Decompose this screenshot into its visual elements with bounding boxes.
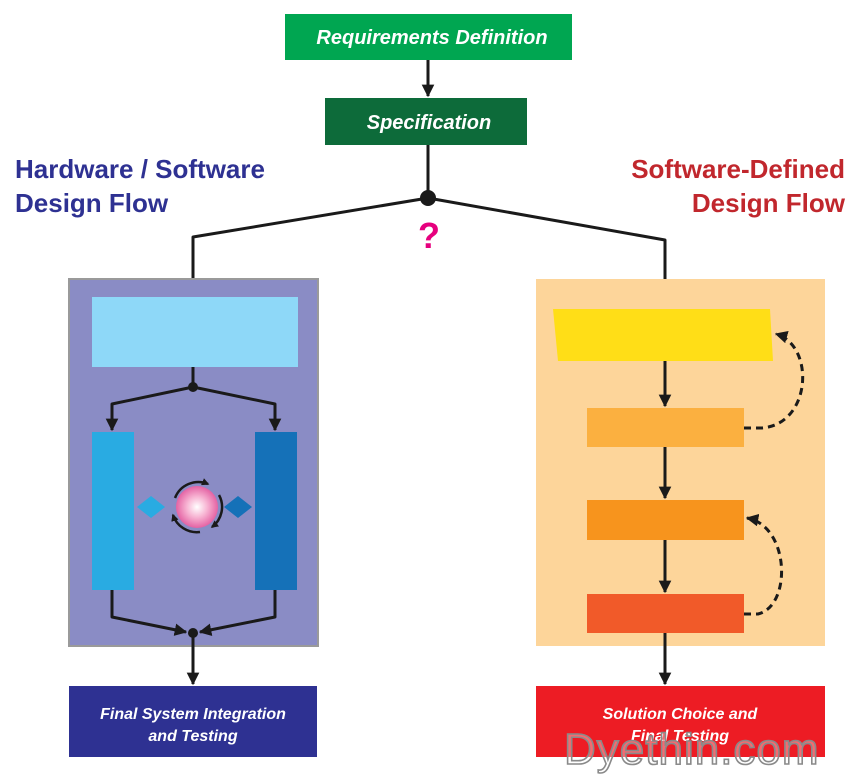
sd-feedback-loop-upper <box>744 331 805 430</box>
cycle-arrow-top <box>173 478 210 499</box>
hw-sw-partition-box <box>92 297 298 367</box>
split-to-hardware-line <box>105 385 194 432</box>
specification-label: Specification <box>367 112 491 134</box>
right-interaction-diamond <box>224 496 252 518</box>
final-integration-line1: Final System Integration <box>100 706 286 723</box>
requirements-label: Requirements Definition <box>316 27 547 49</box>
requirements-box <box>285 14 572 60</box>
split-to-software-line <box>192 385 282 432</box>
sd-stage-1-box <box>553 309 773 361</box>
cycle-arrow-right <box>210 494 224 529</box>
sd-feedback-loop-lower <box>744 513 784 616</box>
cycle-arrow-bottom <box>171 513 201 534</box>
solution-choice-line2: Final Testing <box>631 728 729 745</box>
left-heading-line1: Hardware / Software <box>15 154 265 184</box>
sd-stage-4-box <box>587 594 744 633</box>
branch-left-line <box>186 196 429 297</box>
right-heading-line1: Software-Defined <box>631 154 845 184</box>
left-interaction-diamond <box>137 496 165 518</box>
final-integration-box <box>69 686 317 757</box>
final-integration-line2: and Testing <box>148 728 237 745</box>
sd-stage-3-box <box>587 500 744 540</box>
hardware-to-merge-line <box>110 590 188 636</box>
left-heading-line2: Design Flow <box>15 188 169 218</box>
hardware-column <box>92 432 134 590</box>
co-simulation-ball <box>176 486 218 528</box>
watermark-text: Dyethin.com <box>564 725 820 774</box>
software-column <box>255 432 297 590</box>
question-mark: ? <box>418 215 440 256</box>
solution-choice-line1: Solution Choice and <box>603 706 759 723</box>
software-to-merge-line <box>198 590 277 636</box>
right-heading-line2: Design Flow <box>692 188 846 218</box>
specification-box <box>325 98 527 145</box>
solution-choice-box <box>536 686 825 757</box>
sd-stage-2-box <box>587 408 744 447</box>
